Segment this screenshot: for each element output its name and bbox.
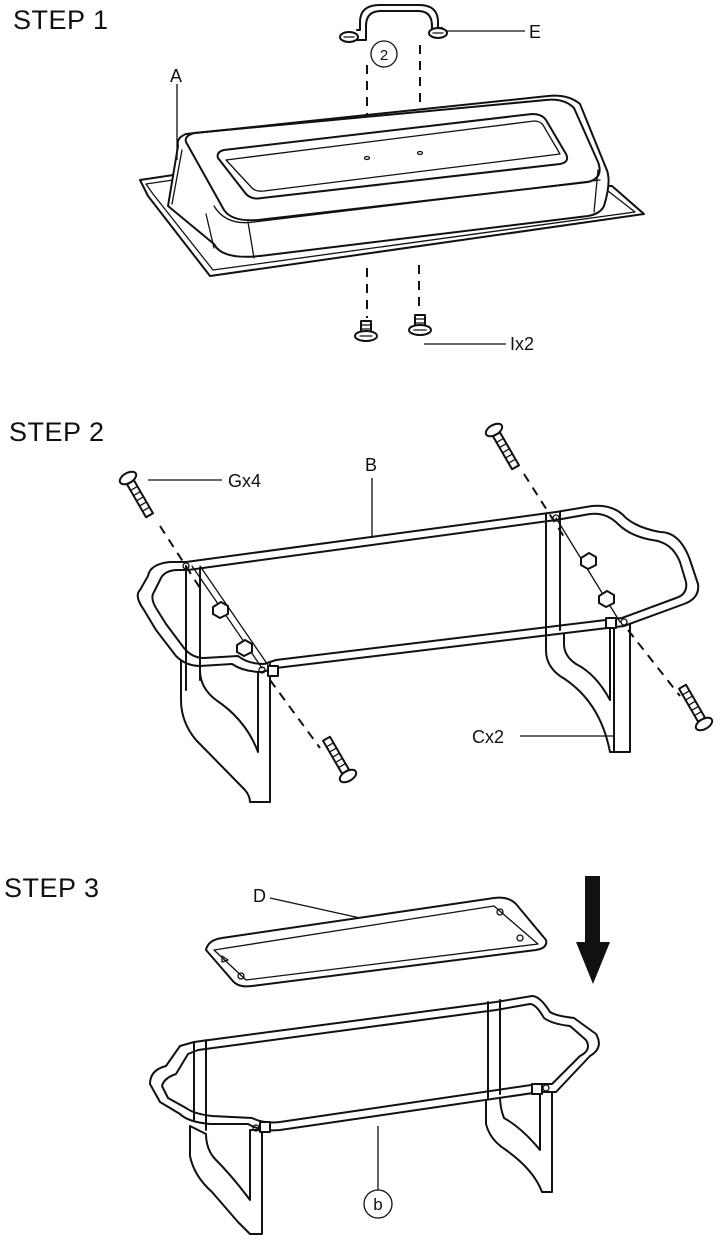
panel-part-d (205, 896, 548, 988)
step-1-illustration: 2 (139, 4, 645, 354)
label-screw-i: Ix2 (510, 334, 534, 354)
label-part-e: E (529, 22, 541, 42)
tray-part-a (139, 94, 645, 277)
label-circled-b: b (373, 1195, 382, 1214)
label-part-b: B (365, 455, 377, 475)
screws-part-g (118, 422, 714, 784)
screws-part-i (354, 314, 432, 342)
step-1-title: STEP 1 (13, 5, 109, 35)
label-nut-c: Cx2 (472, 727, 504, 747)
circled-2-text: 2 (380, 47, 388, 64)
step-2-title: STEP 2 (9, 417, 105, 447)
label-part-a: A (170, 66, 182, 86)
label-screw-g: Gx4 (228, 471, 261, 491)
step-3-title: STEP 3 (4, 873, 100, 903)
nuts-part-c (212, 552, 615, 657)
circled-b-badge (363, 1189, 393, 1219)
circled-2-badge (370, 40, 398, 68)
handle-part-e (339, 4, 448, 43)
step-2-illustration: Gx4 B Cx2 (118, 422, 714, 803)
label-part-d: D (253, 886, 266, 906)
step-3-illustration: b D (149, 876, 610, 1235)
arrow-down-icon (576, 876, 610, 984)
